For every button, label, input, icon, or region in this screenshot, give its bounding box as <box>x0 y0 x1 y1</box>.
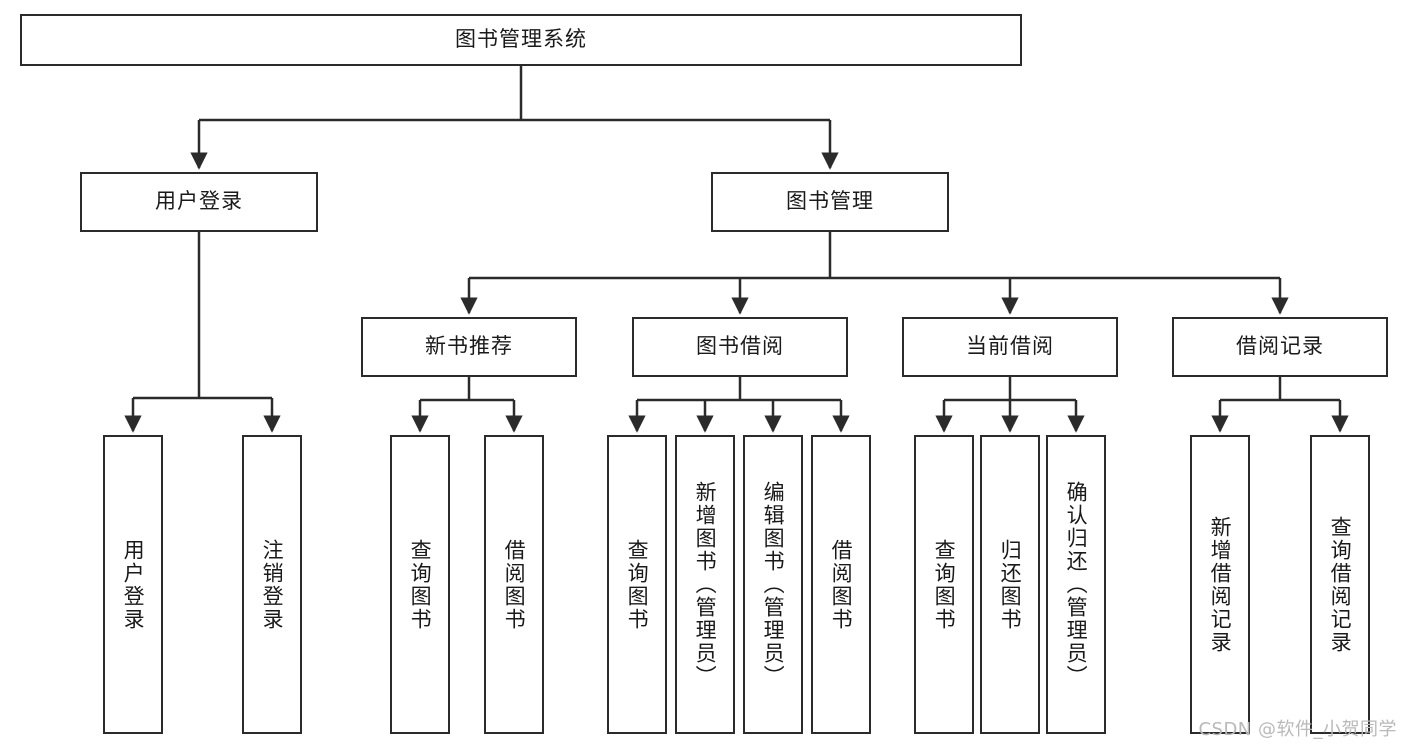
node-label: 新书推荐 <box>425 334 513 359</box>
node-label: 查询图书 <box>625 538 650 631</box>
node-label: 借阅记录 <box>1236 334 1324 359</box>
node-current-borrow[interactable]: 当前借阅 <box>902 317 1118 377</box>
node-label: 注销登录 <box>260 538 285 631</box>
node-user-login[interactable]: 用户登录 <box>80 172 318 232</box>
node-label: 图书管理系统 <box>455 27 587 52</box>
node-label: 借阅图书 <box>829 538 854 631</box>
node-label: 查询图书 <box>408 538 433 631</box>
node-label: 当前借阅 <box>966 334 1054 359</box>
node-root-book-management-system[interactable]: 图书管理系统 <box>20 14 1022 66</box>
node-leaf-edit-book[interactable]: 编辑图书（管理员） <box>743 435 803 734</box>
node-leaf-logout-login[interactable]: 注销登录 <box>242 435 302 734</box>
node-leaf-query-book-2[interactable]: 查询图书 <box>607 435 667 734</box>
node-label: 借阅图书 <box>502 538 527 631</box>
node-leaf-query-borrow-record[interactable]: 查询借阅记录 <box>1310 435 1370 734</box>
node-label: 查询借阅记录 <box>1328 515 1353 654</box>
node-label: 图书管理 <box>786 189 874 214</box>
node-label: 用户登录 <box>121 538 146 631</box>
node-book-borrow[interactable]: 图书借阅 <box>632 317 848 377</box>
node-leaf-borrow-book-2[interactable]: 借阅图书 <box>811 435 871 734</box>
node-label: 新增图书（管理员） <box>693 481 718 688</box>
node-book-management[interactable]: 图书管理 <box>711 172 949 232</box>
node-label: 新增借阅记录 <box>1208 515 1233 654</box>
node-leaf-confirm-return[interactable]: 确认归还（管理员） <box>1046 435 1106 734</box>
node-leaf-user-login[interactable]: 用户登录 <box>103 435 163 734</box>
node-label: 归还图书 <box>998 538 1023 631</box>
node-label: 确认归还（管理员） <box>1064 481 1089 688</box>
node-leaf-add-borrow-record[interactable]: 新增借阅记录 <box>1190 435 1250 734</box>
node-leaf-add-book[interactable]: 新增图书（管理员） <box>675 435 735 734</box>
node-leaf-return-book[interactable]: 归还图书 <box>980 435 1040 734</box>
node-label: 图书借阅 <box>696 334 784 359</box>
node-new-book-recommend[interactable]: 新书推荐 <box>361 317 577 377</box>
node-label: 查询图书 <box>932 538 957 631</box>
node-label: 编辑图书（管理员） <box>761 481 786 688</box>
node-leaf-query-book-1[interactable]: 查询图书 <box>390 435 450 734</box>
node-leaf-borrow-book-1[interactable]: 借阅图书 <box>484 435 544 734</box>
node-leaf-query-book-3[interactable]: 查询图书 <box>914 435 974 734</box>
node-borrow-record[interactable]: 借阅记录 <box>1172 317 1388 377</box>
node-label: 用户登录 <box>155 189 243 214</box>
